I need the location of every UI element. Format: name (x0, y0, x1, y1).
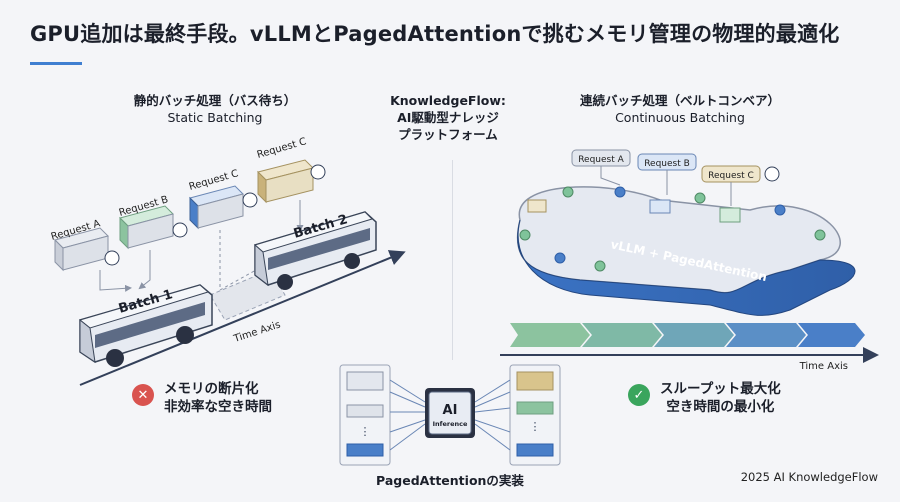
svg-text:⋮: ⋮ (360, 425, 371, 438)
check-circle-icon: ✓ (628, 384, 650, 406)
conveyor-belt (517, 219, 856, 316)
center-line3: プラットフォーム (398, 127, 498, 142)
static-result-line1: メモリの断片化 (164, 381, 259, 397)
continuous-batching-heading: 連続バッチ処理（ベルトコンベア） Continuous Batching (560, 92, 800, 126)
static-axis-label: Time Axis (232, 319, 282, 345)
cont-request-label-b: Request B (644, 159, 690, 169)
continuous-result: ✓ スループット最大化 空き時間の最小化 (628, 380, 781, 416)
bus-batch-2 (253, 211, 377, 290)
cont-request-label-c: Request C (708, 171, 754, 181)
static-heading-en: Static Batching (167, 110, 263, 125)
continuous-result-line2: 空き時間の最小化 (666, 399, 775, 415)
static-time-axis (79, 250, 406, 386)
bus-batch-1 (78, 284, 213, 367)
static-batching-diagram: Request A Request B Request C Request C … (50, 136, 406, 386)
request-box-a (54, 227, 120, 272)
belt-items (519, 186, 826, 272)
static-result-line2: 非効率な空き時間 (164, 399, 272, 415)
title-underline (30, 62, 82, 65)
static-result: ✕ メモリの断片化 非効率な空き時間 (132, 380, 272, 416)
x-circle-icon: ✕ (132, 384, 154, 406)
chip-label: AI (443, 403, 458, 418)
request-tag-a: Request A (571, 149, 631, 186)
continuous-heading-en: Continuous Batching (615, 110, 745, 125)
svg-text:⋮: ⋮ (530, 420, 541, 433)
page-title: GPU追加は最終手段。vLLMとPagedAttentionで挑むメモリ管理の物… (30, 22, 840, 46)
static-heading-jp: 静的バッチ処理（バス待ち） (133, 93, 297, 108)
cont-request-label-a: Request A (578, 155, 624, 165)
continuous-batching-diagram: vLLM + PagedAttention Request A Request … (500, 149, 879, 372)
ai-inference-chip: AI Inference (425, 388, 475, 438)
center-heading: KnowledgeFlow: AI駆動型ナレッジ プラットフォーム (378, 92, 518, 143)
center-line2: AI駆動型ナレッジ (397, 110, 499, 125)
request-box-b (119, 205, 188, 250)
continuous-result-line1: スループット最大化 (660, 381, 781, 397)
request-box-c2 (257, 159, 326, 204)
paged-attention-diagram: ⋮ ⋮ AI Inference (339, 364, 561, 466)
footer-credit: 2025 AI KnowledgeFlow (740, 470, 878, 484)
static-batching-heading: 静的バッチ処理（バス待ち） Static Batching (115, 92, 315, 126)
request-box-c1 (189, 185, 258, 230)
center-divider (452, 160, 453, 360)
throughput-chevrons (510, 323, 865, 347)
center-line1: KnowledgeFlow: (390, 93, 506, 108)
request-label-c2: Request C (256, 136, 308, 161)
paged-attention-label: PagedAttentionの実装 (376, 473, 524, 488)
continuous-axis-label: Time Axis (799, 361, 848, 372)
request-tag-b: Request B (637, 153, 697, 195)
continuous-heading-jp: 連続バッチ処理（ベルトコンベア） (579, 93, 780, 108)
request-tag-c: Request C (701, 165, 780, 206)
chip-sublabel: Inference (433, 420, 468, 428)
